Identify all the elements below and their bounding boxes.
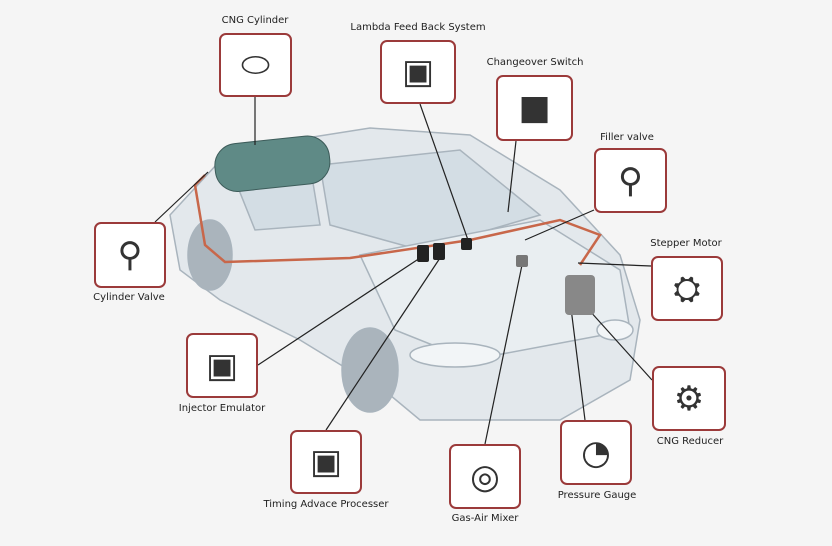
valve-icon: ⚲	[117, 235, 143, 275]
filler-label: Filler valve	[600, 132, 654, 143]
reducer-label: CNG Reducer	[656, 436, 724, 447]
cyl-valve-label: Cylinder Valve	[93, 292, 165, 303]
stepper-leader-line	[577, 262, 652, 267]
gauge-image-box: ◔	[560, 420, 632, 485]
gauge-label: Pressure Gauge	[557, 490, 637, 501]
timing-image-box: ▣	[290, 430, 362, 494]
car-modules	[417, 238, 595, 315]
cyl-valve-image-box: ⚲	[94, 222, 166, 288]
motor-icon: ⛭	[673, 268, 701, 309]
mixer-icon: ◎	[470, 456, 500, 497]
valve-icon: ⚲	[618, 160, 643, 201]
car-headlight	[409, 342, 501, 368]
gauge-icon: ◔	[581, 432, 611, 473]
changeover-label: Changeover Switch	[486, 57, 584, 68]
gas-cylinder-icon: ⬭	[240, 45, 271, 85]
changeover-image-box: ■	[496, 75, 573, 141]
control-unit-icon: ▣	[401, 52, 435, 92]
stepper-image-box: ⛭	[651, 256, 723, 321]
filler-leader-line	[524, 209, 595, 241]
car-front-wheel	[341, 327, 399, 413]
reducer-icon: ⚙	[673, 378, 705, 419]
control-unit-icon: ▣	[309, 442, 343, 482]
injector-label: Injector Emulator	[178, 403, 266, 414]
lambda-label: Lambda Feed Back System	[350, 22, 486, 33]
cng-tank	[214, 135, 331, 192]
control-unit-icon: ▣	[205, 345, 239, 386]
lambda-leader-line	[419, 103, 469, 241]
reducer-image-box: ⚙	[652, 366, 726, 431]
stepper-label: Stepper Motor	[650, 238, 722, 249]
gas-line	[193, 174, 602, 266]
car-headlight-right	[596, 319, 634, 341]
changeover-leader-line	[507, 140, 517, 213]
mixer-image-box: ◎	[449, 444, 521, 509]
timing-leader-line	[325, 257, 441, 431]
timing-label: Timing Advace Processer	[263, 499, 389, 510]
injector-leader-line	[257, 257, 421, 366]
injector-image-box: ▣	[186, 333, 258, 398]
cng-cylinder-label: CNG Cylinder	[221, 15, 289, 26]
gauge-leader-line	[569, 299, 586, 421]
mixer-leader-line	[484, 264, 523, 445]
lambda-image-box: ▣	[380, 40, 456, 104]
cyl-valve-leader-line	[154, 171, 209, 223]
filler-image-box: ⚲	[594, 148, 667, 213]
switch-icon: ■	[518, 88, 551, 128]
mixer-label: Gas-Air Mixer	[451, 513, 519, 524]
cng-cylinder-image-box: ⬭	[219, 33, 292, 97]
car-rear-wheel	[187, 219, 233, 291]
